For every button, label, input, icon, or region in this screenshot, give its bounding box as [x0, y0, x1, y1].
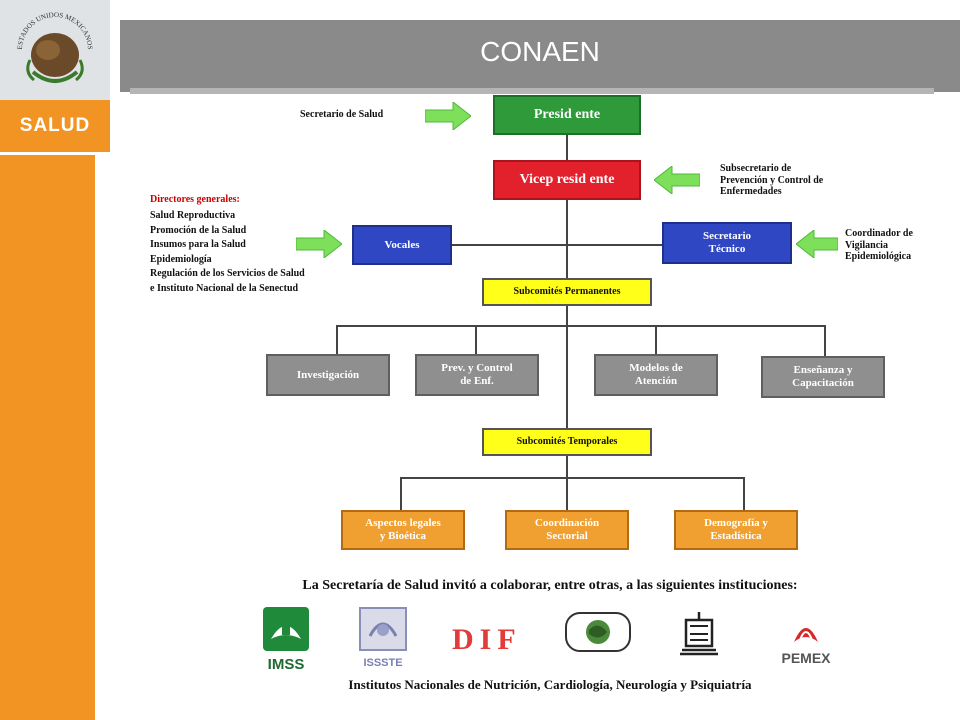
connector	[743, 477, 745, 510]
dif-logo: DIF	[452, 625, 522, 657]
permanent-subcommittee-box: Enseñanza y Capacitación	[761, 356, 885, 398]
permanent-subcommittee-box: Modelos de Atención	[594, 354, 718, 396]
imss-eagle-icon	[263, 607, 309, 651]
coordinator-note: Coordinador de Vigilancia Epidemiológica	[845, 228, 913, 262]
director-item: Epidemiología	[150, 253, 212, 265]
connector	[450, 244, 662, 246]
connector	[566, 200, 568, 428]
vocales-box: Vocales	[352, 225, 452, 265]
connector	[336, 325, 826, 327]
temporary-subcommittee-box: Demografía y Estadística	[674, 510, 798, 550]
temporary-subcommittees-box: Subcomités Temporales	[482, 428, 652, 456]
director-item: Insumos para la Salud	[150, 239, 246, 250]
directors-title: Directores generales:	[150, 194, 240, 205]
institutions-caption: La Secretaría de Salud invitó a colabora…	[302, 578, 798, 593]
divider	[0, 152, 110, 155]
pemex-label: PEMEX	[781, 650, 831, 666]
sep-emblem-icon	[565, 612, 631, 652]
connector	[400, 477, 402, 510]
title-underline	[130, 88, 934, 94]
connector	[824, 325, 826, 357]
permanent-subcommittees-box: Subcomités Permanentes	[482, 278, 652, 306]
arrow-right-icon	[425, 102, 471, 130]
issste-emblem-icon	[359, 607, 407, 651]
temporary-subcommittee-box: Coordinación Sectorial	[505, 510, 629, 550]
imss-label: IMSS	[267, 656, 305, 673]
arrow-right-icon	[296, 230, 342, 258]
permanent-subcommittee-box: Investigación	[266, 354, 390, 396]
director-item: e Instituto Nacional de la Senectud	[150, 282, 299, 294]
issste-logo: ISSSTE	[356, 606, 410, 669]
sep-logo	[565, 612, 631, 652]
issste-label: ISSSTE	[363, 657, 403, 669]
director-item: Regulación de los Servicios de Salud	[150, 268, 305, 279]
government-logo	[676, 610, 722, 658]
brand-label: SALUD	[0, 100, 110, 152]
director-item: Salud Reproductiva	[150, 210, 236, 221]
connector	[475, 325, 477, 355]
undersecretary-note: Subsecretario de Prevención y Control de…	[720, 163, 824, 197]
dif-label: DIF	[452, 623, 522, 656]
secretary-of-health-note: Secretario de Salud	[300, 109, 384, 120]
connector	[336, 325, 338, 355]
temporary-subcommittee-box: Aspectos legales y Bioética	[341, 510, 465, 550]
connector	[655, 325, 657, 355]
seal-panel: ESTADOS UNIDOS MEXICANOS	[0, 0, 110, 100]
pemex-logo: PEMEX	[768, 612, 844, 666]
imss-logo: IMSS	[261, 605, 311, 672]
building-emblem-icon	[680, 612, 718, 656]
arrow-left-icon	[796, 230, 838, 258]
connector	[566, 456, 568, 510]
title-bar	[120, 20, 960, 92]
technical-secretary-box: Secretario Técnico	[662, 222, 792, 264]
president-box: Presid ente	[493, 95, 641, 135]
directors-list: Salud Reproductiva Promoción de la Salud…	[150, 210, 305, 294]
connector	[566, 134, 568, 164]
mexican-seal-icon: ESTADOS UNIDOS MEXICANOS	[16, 11, 94, 83]
director-item: Promoción de la Salud	[150, 224, 247, 236]
vice-president-box: Vicep resid ente	[493, 160, 641, 200]
arrow-left-icon	[654, 166, 700, 194]
page-title: CONAEN	[480, 36, 600, 67]
pemex-eagle-icon	[794, 628, 818, 642]
institutes-caption: Institutos Nacionales de Nutrición, Card…	[348, 677, 752, 692]
connector	[400, 477, 745, 479]
permanent-subcommittee-box: Prev. y Control de Enf.	[415, 354, 539, 396]
